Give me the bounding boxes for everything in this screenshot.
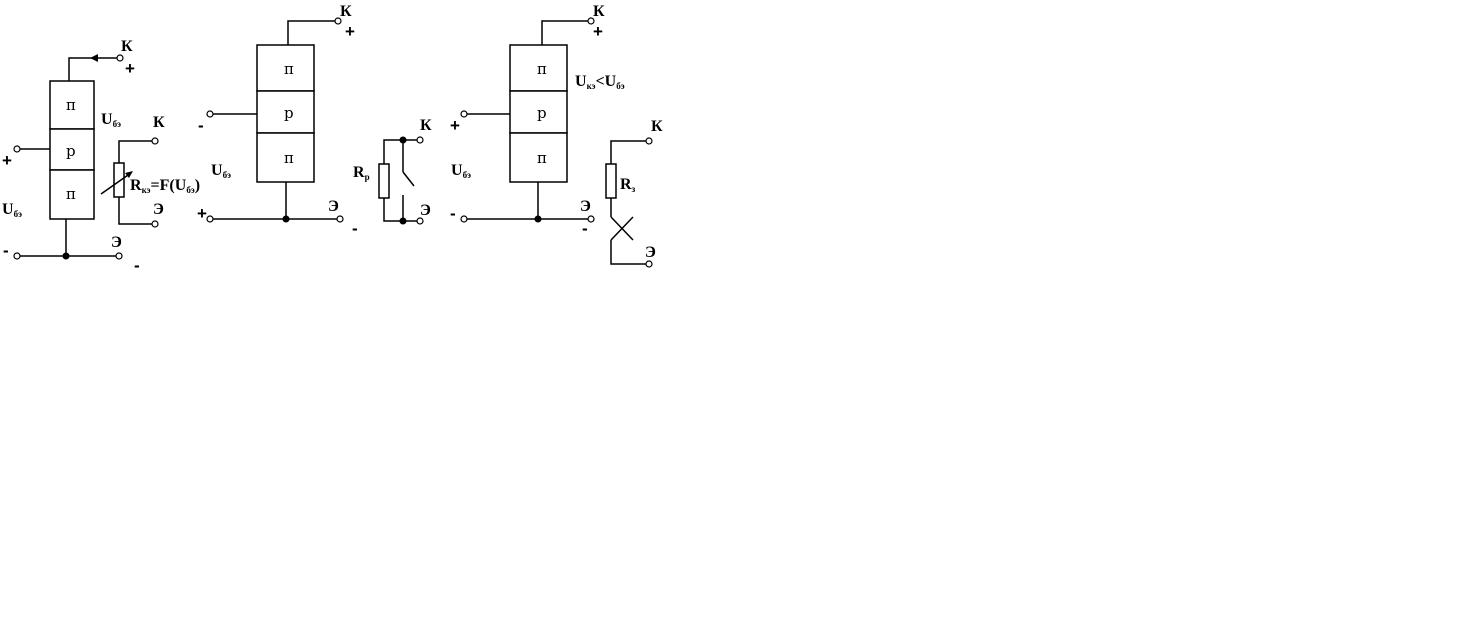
collector-terminal[interactable]: [587, 17, 595, 25]
collector-label: К: [340, 3, 352, 20]
collector-plus-sign: +: [125, 59, 135, 78]
eq-collector-terminal[interactable]: [645, 137, 653, 145]
voltage-label: Uбэ: [451, 162, 471, 180]
variable-resistor: [113, 162, 125, 198]
switch-blade: [402, 171, 415, 187]
emitter-label: Э: [111, 234, 122, 251]
eq-top-lead: [610, 140, 647, 164]
minus-terminal[interactable]: [13, 252, 21, 260]
emitter-terminal[interactable]: [587, 215, 595, 223]
layer-n-top-label: п: [284, 60, 294, 78]
base-plus-sign: +: [2, 151, 12, 170]
layer-n-top-label: п: [537, 60, 547, 78]
emitter-label: Э: [580, 198, 591, 215]
layer-p-label: p: [537, 104, 547, 122]
eq-collector-label: К: [420, 117, 432, 134]
base-terminal[interactable]: [206, 110, 214, 118]
layer-p-label: p: [66, 142, 76, 160]
layer-n-bottom-label: п: [284, 149, 294, 167]
eq-emitter-label: Э: [153, 201, 164, 218]
base-plus-sign: +: [450, 116, 460, 135]
circuit-1-variable-resistance: п p п К + + - Э - Uбэ Uбэ К Э: [2, 38, 200, 275]
eq-collector-label: К: [153, 114, 165, 131]
variable-arrow-icon: [125, 171, 133, 178]
layer-n-bottom-label: п: [66, 185, 76, 203]
eq-bottom-lead: [610, 240, 647, 265]
eq-collector-label: К: [651, 118, 663, 135]
circuit-2-structure: [256, 44, 315, 183]
variable-arrow-line: [100, 172, 132, 195]
base-terminal[interactable]: [460, 110, 468, 118]
circuit-2-open-state: п p п К + - + Э - Uбэ К Э Rр: [197, 3, 432, 238]
collector-label: К: [593, 3, 605, 20]
switch-dot-top: [399, 136, 407, 144]
circuit-3-structure: [509, 44, 568, 183]
layer-p: [509, 90, 568, 134]
layer-n-top: [49, 80, 95, 130]
layer-n-bottom: [509, 132, 568, 183]
layer-p-label: p: [284, 104, 294, 122]
collector-label: К: [121, 38, 133, 55]
minus-sign-right: -: [582, 219, 588, 238]
eq-emitter-label: Э: [645, 244, 656, 261]
voltage-comparison: Uкэ<Uбэ: [575, 73, 625, 91]
base-minus-sign: -: [198, 116, 204, 135]
eq-emitter-terminal[interactable]: [416, 217, 424, 225]
layer-p: [256, 90, 315, 134]
switch-dot-bottom: [399, 217, 407, 225]
resistor: [605, 163, 617, 199]
eq-emitter-terminal[interactable]: [645, 260, 653, 268]
layer-n-bottom-label: п: [537, 149, 547, 167]
collector-wire: [541, 20, 589, 45]
collector-terminal[interactable]: [116, 54, 124, 62]
collector-wire: [68, 57, 119, 81]
layer-n-bottom: [49, 169, 95, 220]
eq-collector-terminal[interactable]: [416, 136, 424, 144]
resistance-formula: Rкэ=F(Uбэ): [130, 177, 200, 195]
minus-sign-right: -: [134, 256, 140, 275]
eq-emitter-terminal[interactable]: [151, 220, 159, 228]
resistor-label: Rз: [620, 176, 636, 194]
layer-n-top: [509, 44, 568, 92]
collector-plus-sign: +: [345, 22, 355, 41]
layer-n-bottom: [256, 132, 315, 183]
minus-sign-left: -: [3, 241, 9, 260]
emitter-terminal[interactable]: [336, 215, 344, 223]
junction-dot: [282, 215, 290, 223]
emitter-terminal[interactable]: [115, 252, 123, 260]
circuit-3-closed-state: п p п К + + - Э - Uбэ Uкэ<Uбэ К Э Rз: [450, 3, 663, 268]
junction-dot: [62, 252, 70, 260]
collector-terminal[interactable]: [334, 17, 342, 25]
minus-terminal[interactable]: [460, 215, 468, 223]
minus-sign-left: -: [450, 204, 456, 223]
base-terminal[interactable]: [13, 145, 21, 153]
voltage-label-left: Uбэ: [2, 201, 22, 219]
junction-dot: [534, 215, 542, 223]
collector-plus-sign: +: [593, 22, 603, 41]
current-arrow-icon: [90, 54, 98, 62]
voltage-label-right: Uбэ: [101, 111, 121, 129]
cross-line-b: [610, 216, 634, 241]
minus-sign-right: -: [352, 219, 358, 238]
circuit-1-structure: [49, 80, 95, 220]
eq-emitter-label: Э: [420, 202, 431, 219]
plus-sign-left: +: [197, 204, 207, 223]
voltage-label: Uбэ: [211, 162, 231, 180]
eq-collector-terminal[interactable]: [151, 137, 159, 145]
emitter-label: Э: [328, 198, 339, 215]
collector-wire: [287, 20, 336, 45]
plus-terminal[interactable]: [206, 215, 214, 223]
resistor-label: Rр: [353, 164, 370, 182]
layer-n-top-label: п: [66, 96, 76, 114]
resistor: [378, 163, 390, 199]
